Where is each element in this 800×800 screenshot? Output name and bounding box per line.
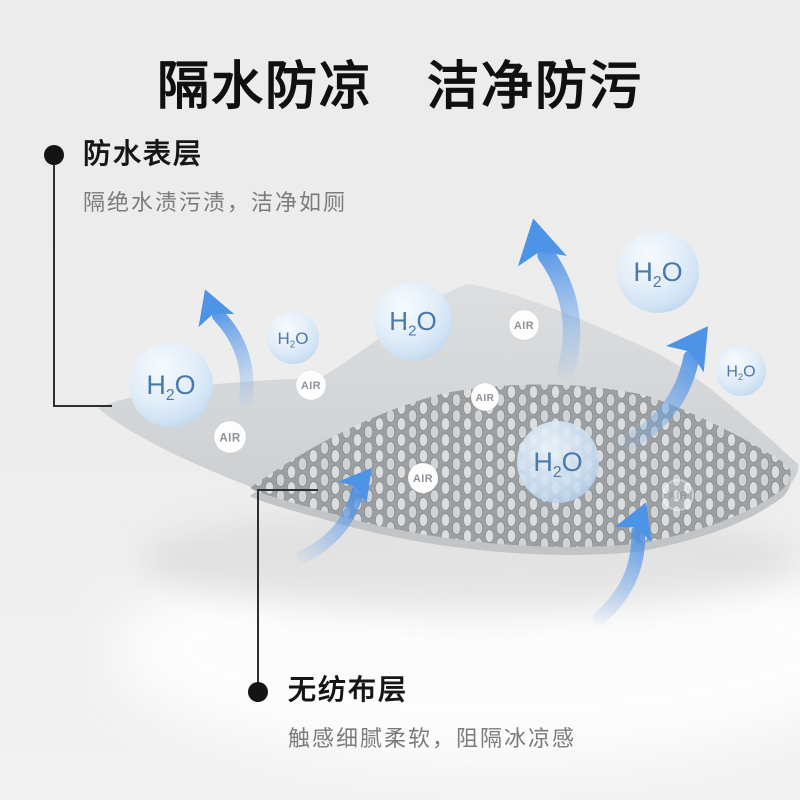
air-label: AIR xyxy=(219,432,241,444)
airflow-arrow xyxy=(617,326,708,452)
airflow-arrow xyxy=(517,218,581,380)
callout-connector-top xyxy=(44,145,112,407)
arrowhead xyxy=(198,289,235,328)
airflow-arrow xyxy=(296,467,372,563)
h2o-label: H2O xyxy=(146,370,195,404)
air-label: AIR xyxy=(668,490,688,502)
nonwoven-layer-desc: 触感细腻柔软，阻隔冰凉感 xyxy=(288,726,577,751)
airflow-arrow xyxy=(198,289,254,408)
air-label: AIR xyxy=(514,320,534,332)
h2o-bubble: H2O xyxy=(617,231,699,313)
h2o-label: H2O xyxy=(633,257,682,291)
arrowhead xyxy=(517,218,567,267)
h2o-bubble: H2O xyxy=(129,343,213,427)
callout-nonwoven-layer: 无纺布层 触感细腻柔软，阻隔冰凉感 xyxy=(288,674,576,752)
callout-bullet-top xyxy=(44,145,64,165)
callout-connector-bottom xyxy=(248,489,318,702)
airflow-arrow xyxy=(592,502,652,626)
nonwoven-layer-title: 无纺布层 xyxy=(288,674,409,705)
h2o-bubble: H2O xyxy=(716,346,766,396)
page-title: 隔水防凉 洁净防污 xyxy=(156,58,643,116)
h2o-bubble: H2O xyxy=(267,312,319,364)
air-badge: AIR xyxy=(508,309,540,341)
air-badge: AIR xyxy=(213,420,247,454)
h2o-label: H2O xyxy=(389,306,436,340)
callout-waterproof-layer: 防水表层 隔绝水渍污渍，洁净如厕 xyxy=(83,138,347,216)
air-badge: AIR xyxy=(662,479,694,511)
arrowhead xyxy=(666,326,708,373)
arrowhead xyxy=(614,502,652,543)
callout-bullet-bottom xyxy=(248,682,268,702)
arrowhead xyxy=(338,467,372,504)
waterproof-layer-title: 防水表层 xyxy=(83,138,204,169)
h2o-label: H2O xyxy=(278,329,309,351)
air-badge: AIR xyxy=(470,382,500,412)
air-badge: AIR xyxy=(407,462,439,494)
waterproof-layer-desc: 隔绝水渍污渍，洁净如厕 xyxy=(83,190,348,215)
air-badge: AIR xyxy=(295,369,327,401)
air-label: AIR xyxy=(301,380,321,392)
h2o-bubble: H2O xyxy=(374,282,452,360)
h2o-label: H2O xyxy=(726,363,755,382)
air-label: AIR xyxy=(476,393,495,404)
h2o-bubble-in-mesh: H2O xyxy=(517,421,599,503)
h2o-label: H2O xyxy=(533,447,582,481)
air-label: AIR xyxy=(413,473,433,485)
